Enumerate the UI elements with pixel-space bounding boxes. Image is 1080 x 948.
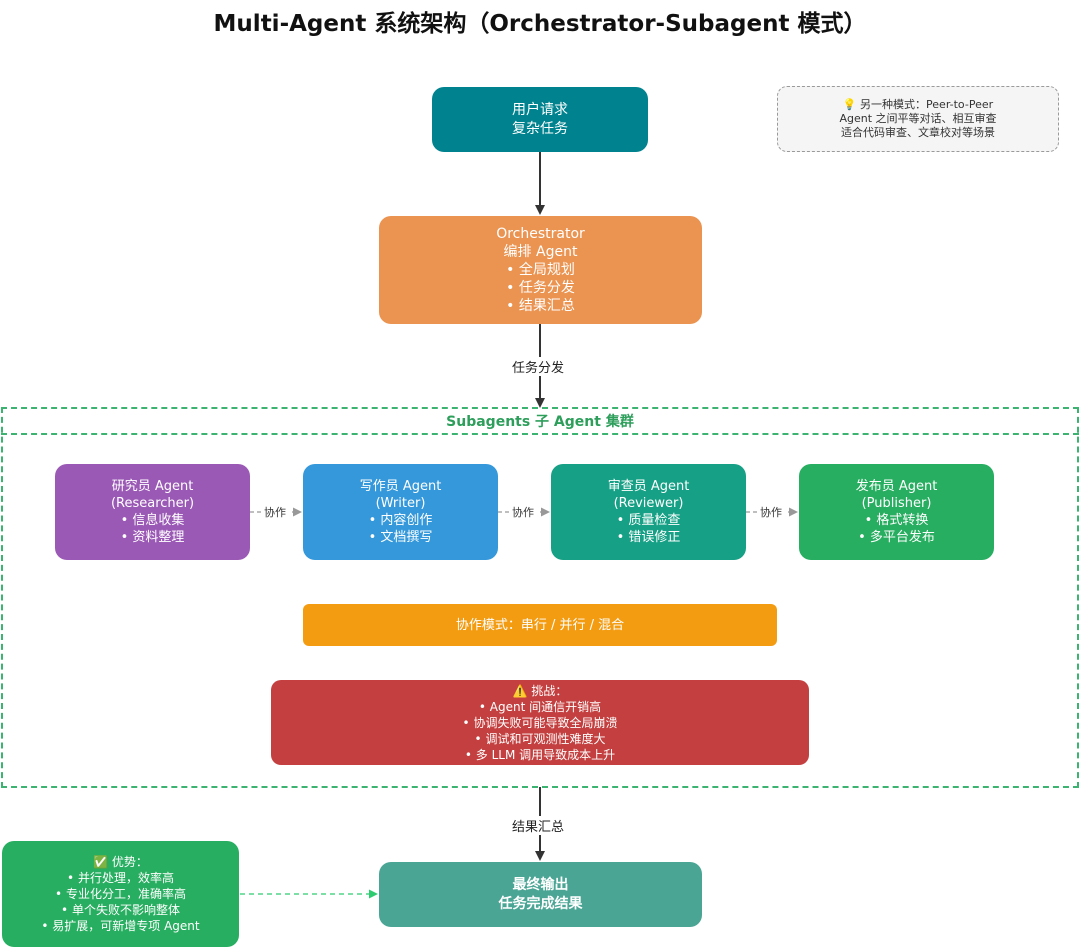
orchestrator-line: 编排 Agent [503, 244, 578, 260]
agent-line: • 格式转换 [864, 513, 929, 528]
user-request-node: 用户请求 复杂任务 [432, 87, 648, 152]
agent-line: (Researcher) [110, 496, 195, 511]
orchestrator-line: • 全局规划 [506, 262, 575, 278]
edge-label-summary: 结果汇总 [508, 816, 569, 835]
subagents-cluster [1, 407, 1079, 788]
agent-line: 写作员 Agent [359, 479, 442, 494]
agent-line: • 文档撰写 [368, 530, 433, 545]
publisher-agent-node: 发布员 Agent (Publisher) • 格式转换 • 多平台发布 [799, 464, 994, 560]
agent-line: • 多平台发布 [858, 530, 935, 545]
collab-mode-text: 协作模式：串行 / 并行 / 混合 [455, 617, 625, 633]
collab-label: 协作 [509, 504, 537, 520]
advantages-line: • 易扩展，可新增专项 Agent [41, 919, 200, 933]
subagents-cluster-header: Subagents 子 Agent 集群 [1, 409, 1079, 435]
agent-line: (Writer) [375, 496, 426, 511]
agent-line: • 信息收集 [120, 513, 185, 528]
challenges-box: ⚠️ 挑战： • Agent 间通信开销高 • 协调失败可能导致全局崩溃 • 调… [271, 680, 809, 765]
final-output-line: 任务完成结果 [498, 895, 583, 912]
collab-label: 协作 [261, 504, 289, 520]
note-line: Agent 之间平等对话、相互审查 [839, 112, 997, 125]
challenges-line: • Agent 间通信开销高 [478, 699, 602, 714]
agent-line: • 质量检查 [616, 513, 681, 528]
agent-line: • 错误修正 [616, 530, 681, 545]
note-line: 💡 另一种模式：Peer-to-Peer [842, 98, 994, 111]
advantages-line: ✅ 优势： [93, 855, 148, 869]
agent-line: • 内容创作 [368, 513, 433, 528]
agent-line: 审查员 Agent [607, 479, 690, 494]
advantages-line: • 单个失败不影响整体 [61, 903, 180, 917]
note-line: 适合代码审查、文章校对等场景 [841, 126, 995, 139]
challenges-line: ⚠️ 挑战： [512, 683, 568, 698]
orchestrator-line: • 任务分发 [506, 280, 575, 296]
agent-line: 研究员 Agent [111, 479, 194, 494]
agent-line: (Publisher) [861, 496, 932, 511]
advantages-line: • 专业化分工，准确率高 [55, 887, 186, 901]
collab-label: 协作 [757, 504, 785, 520]
agent-line: (Reviewer) [613, 496, 684, 511]
final-output-node: 最终输出 任务完成结果 [379, 862, 702, 927]
orchestrator-line: • 结果汇总 [506, 298, 575, 314]
challenges-line: • 多 LLM 调用导致成本上升 [464, 747, 616, 762]
diagram-title: Multi-Agent 系统架构（Orchestrator-Subagent 模… [213, 11, 867, 37]
collab-mode-bar: 协作模式：串行 / 并行 / 混合 [303, 604, 777, 646]
challenges-line: • 协调失败可能导致全局崩溃 [462, 715, 618, 730]
orchestrator-node: Orchestrator 编排 Agent • 全局规划 • 任务分发 • 结果… [379, 216, 702, 324]
advantages-line: • 并行处理，效率高 [67, 871, 174, 885]
user-request-line: 复杂任务 [512, 120, 568, 137]
orchestrator-line: Orchestrator [496, 226, 585, 242]
agent-line: 发布员 Agent [855, 479, 938, 494]
edge-label-dispatch: 任务分发 [508, 357, 569, 376]
challenges-line: • 调试和可观测性难度大 [474, 731, 606, 746]
researcher-agent-node: 研究员 Agent (Researcher) • 信息收集 • 资料整理 [55, 464, 250, 560]
cluster-title: Subagents 子 Agent 集群 [446, 414, 634, 430]
agent-line: • 资料整理 [120, 530, 185, 545]
reviewer-agent-node: 审查员 Agent (Reviewer) • 质量检查 • 错误修正 [551, 464, 746, 560]
user-request-line: 用户请求 [512, 101, 568, 118]
peer-to-peer-note: 💡 另一种模式：Peer-to-Peer Agent 之间平等对话、相互审查 适… [777, 86, 1059, 152]
advantages-box: ✅ 优势： • 并行处理，效率高 • 专业化分工，准确率高 • 单个失败不影响整… [2, 841, 239, 947]
final-output-line: 最终输出 [512, 876, 569, 893]
writer-agent-node: 写作员 Agent (Writer) • 内容创作 • 文档撰写 [303, 464, 498, 560]
